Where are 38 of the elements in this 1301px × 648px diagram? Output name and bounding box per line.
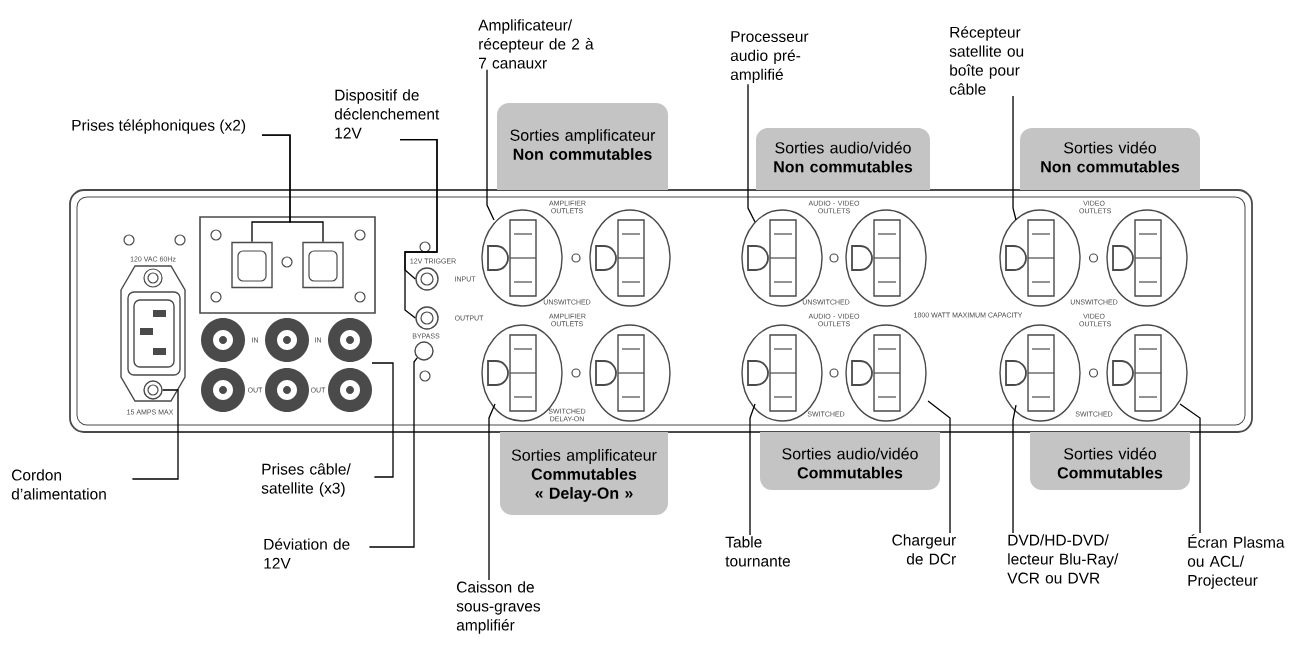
section-tab: Sorties amplificateur Commutables « Delay-On » bbox=[500, 432, 668, 515]
leader-line bbox=[1012, 95, 1017, 221]
phone-jack bbox=[231, 241, 273, 289]
leader-line bbox=[747, 83, 756, 223]
leader-line bbox=[131, 389, 179, 480]
section-tab: Sorties amplificateur Non commutables bbox=[497, 103, 668, 190]
leader-line bbox=[371, 362, 394, 478]
callout-text: Amplificateur/ récepteur de 2 à 7 canauxr bbox=[478, 19, 594, 69]
leader-line bbox=[749, 403, 756, 536]
screw bbox=[143, 380, 163, 400]
section-tab: Sorties audio/vidéo Non commutables bbox=[756, 128, 930, 190]
leader-line bbox=[261, 134, 324, 243]
phone-jack bbox=[302, 241, 344, 289]
callout-text: Caisson de sous-graves amplifiér bbox=[456, 581, 541, 634]
callout-text: Table tournante bbox=[725, 536, 790, 567]
trigger-jack bbox=[415, 306, 439, 330]
callout-text: Processeur audio pré-amplifié bbox=[730, 31, 809, 84]
section-tab: Sorties vidéo Non commutables bbox=[1020, 128, 1200, 190]
callout-text: Déviation de 12V bbox=[264, 538, 350, 569]
callout-text: Prises téléphoniques (x2) bbox=[72, 119, 246, 134]
leader-line bbox=[486, 69, 495, 221]
leader-line bbox=[399, 139, 438, 319]
leader-line bbox=[927, 400, 951, 534]
leader-line bbox=[1179, 403, 1201, 534]
callout-text: Prises câble/ satellite (x3) bbox=[261, 463, 351, 497]
callout-text: Cordon d’alimentation bbox=[11, 469, 106, 500]
callout-text: Écran Plasma ou ACL/ Projecteur bbox=[1187, 534, 1285, 589]
section-tab: Sorties vidéo Commutables bbox=[1030, 432, 1190, 490]
section-tab: Sorties audio/vidéo Commutables bbox=[760, 432, 940, 490]
leader-line bbox=[488, 403, 496, 581]
callout-text: Chargeur de DCr bbox=[892, 534, 956, 565]
trigger-jack bbox=[415, 267, 439, 291]
callout-text: Récepteur satellite ou boîte pour câble bbox=[949, 26, 1024, 95]
leader-line bbox=[368, 357, 418, 548]
callout-text: Dispositif de déclenchement 12V bbox=[334, 89, 440, 139]
leader-line bbox=[1012, 404, 1017, 534]
callout-text: DVD/HD-DVD/ lecteur Blu-Ray/ VCR ou DVR bbox=[1007, 534, 1119, 584]
bypass-switch bbox=[414, 341, 434, 361]
